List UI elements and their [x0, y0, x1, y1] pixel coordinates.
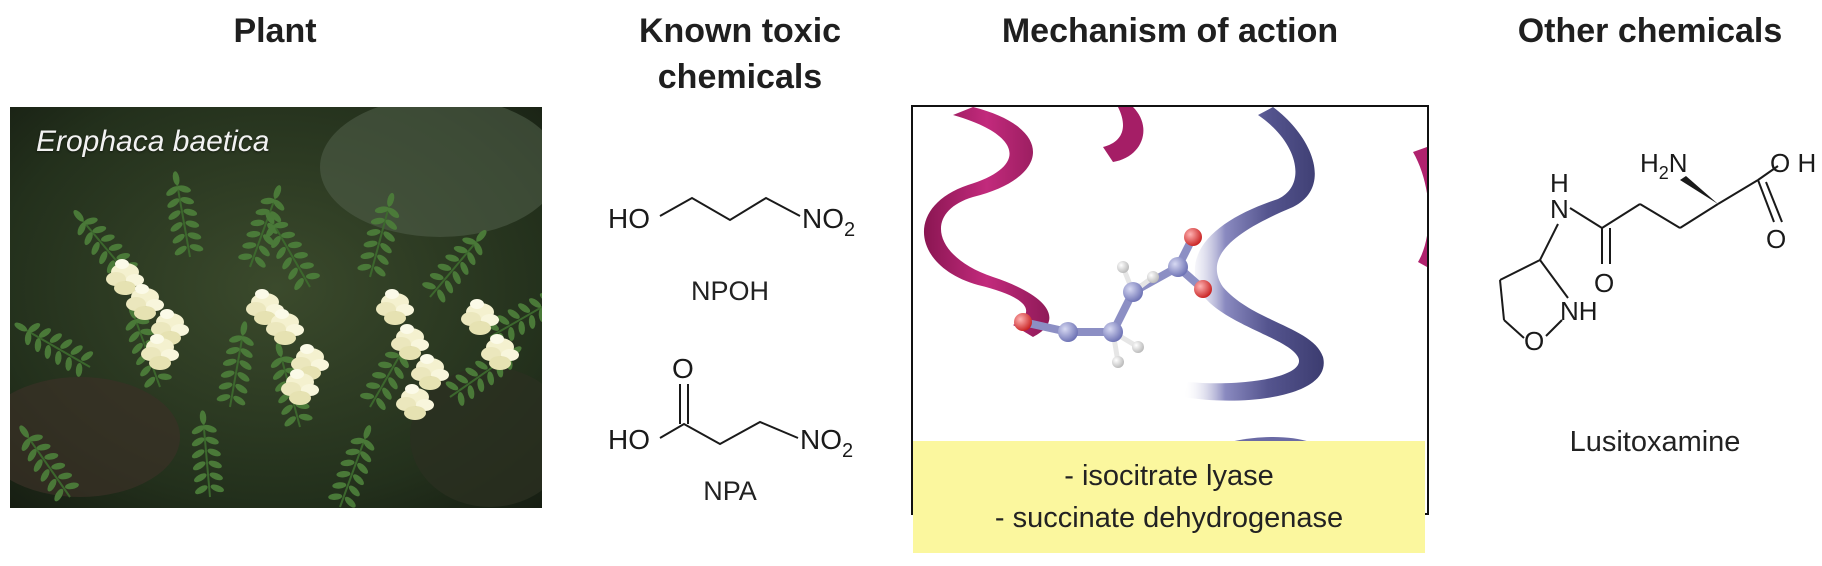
lusi-ring-nh-atom: NH: [1560, 296, 1598, 326]
lusi-amide-n-atom: N: [1550, 194, 1569, 224]
plant-photo: Erophaca baetica: [10, 107, 542, 508]
heading-other-chemicals: Other chemicals: [1517, 12, 1783, 50]
enzyme-targets-box: - isocitrate lyase - succinate dehydroge…: [913, 441, 1425, 553]
heading-known-toxic-chemicals: Known toxic chemicals: [638, 12, 842, 96]
lusi-amide-h-atom: H: [1550, 168, 1569, 198]
plant-illustration: [10, 107, 542, 508]
lusitoxamine-label: Lusitoxamine: [1569, 426, 1741, 458]
npa-ho-atom: HO: [608, 424, 650, 455]
lusi-oh-atom: O H: [1770, 148, 1816, 178]
lusi-acid-o-atom: O: [1766, 224, 1786, 254]
target-isocitrate-lyase: - isocitrate lyase: [1064, 460, 1274, 492]
npoh-structure: HO NO2: [608, 196, 855, 241]
npa-no2-atom: NO2: [800, 424, 853, 462]
heading-plant: Plant: [233, 12, 317, 50]
npoh-no2-atom: NO2: [802, 203, 855, 241]
npa-o-atom: O: [672, 353, 694, 384]
lusi-amide-o-atom: O: [1594, 268, 1614, 298]
lusitoxamine-structure: H2N O H O O H N O NH: [1499, 148, 1816, 356]
npoh-ho-atom: HO: [608, 203, 650, 234]
npa-label: NPA: [703, 476, 757, 506]
lusi-h2n-atom: H2N: [1640, 148, 1688, 183]
lusi-ring-o-atom: O: [1524, 326, 1544, 356]
npoh-label: NPOH: [690, 276, 769, 306]
heading-mechanism-of-action: Mechanism of action: [1001, 12, 1339, 50]
target-succinate-dehydrogenase: - succinate dehydrogenase: [994, 502, 1344, 534]
species-name: Erophaca baetica: [36, 125, 270, 158]
npa-structure: HO O NO2: [608, 353, 853, 462]
